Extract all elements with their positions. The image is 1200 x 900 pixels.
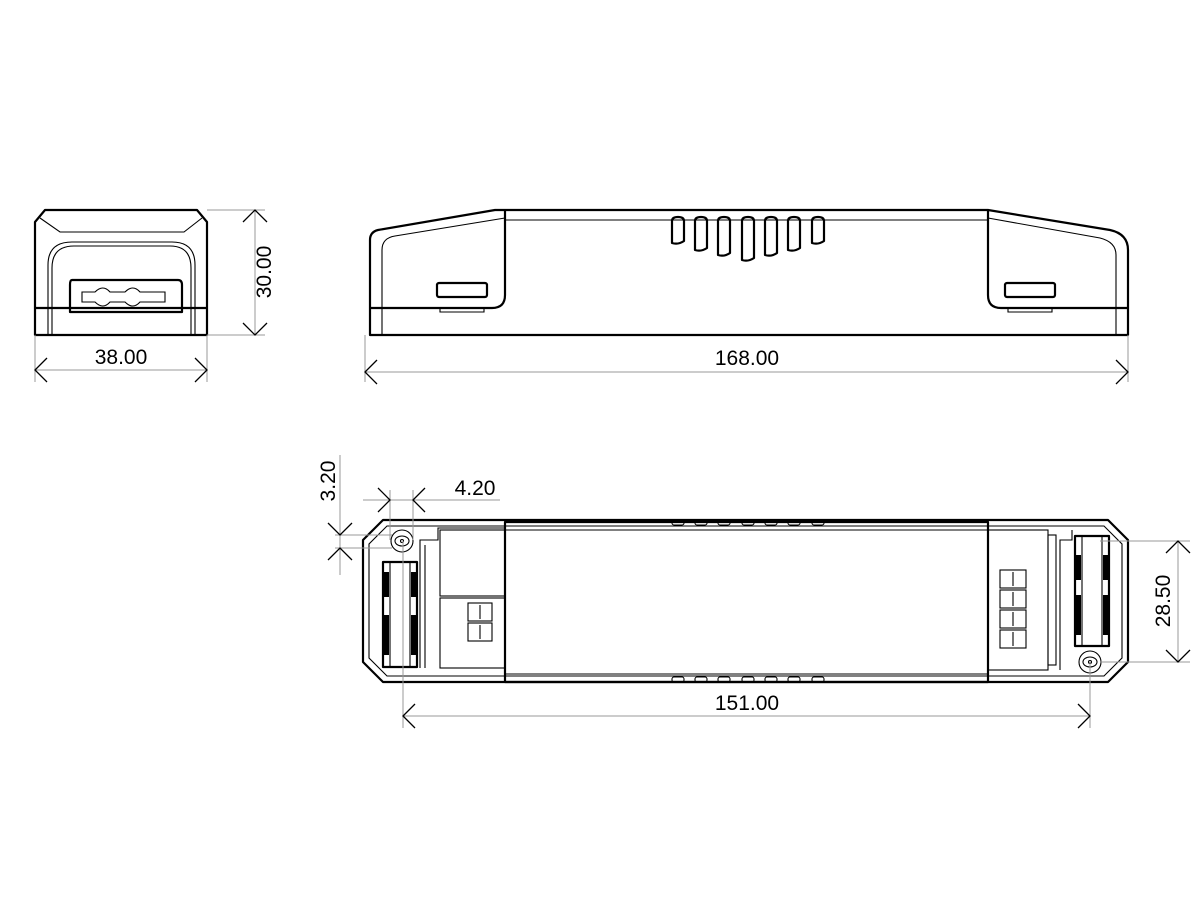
vent-mark bbox=[694, 676, 708, 683]
hole-offset-dimension: 3.20 bbox=[317, 461, 340, 502]
side-view: 168.00 bbox=[364, 208, 1130, 385]
vent-mark bbox=[764, 519, 778, 526]
terminal-block-right bbox=[999, 569, 1027, 649]
terminal-slot bbox=[999, 629, 1027, 649]
terminal-slot bbox=[999, 569, 1027, 589]
vent-mark bbox=[787, 519, 801, 526]
terminal-slot bbox=[999, 609, 1027, 629]
vent-mark bbox=[671, 519, 685, 526]
hole-spacing-dimension: 28.50 bbox=[1152, 575, 1175, 628]
end-view: 30.00 38.00 bbox=[33, 208, 276, 383]
vent-mark bbox=[671, 676, 685, 683]
end-view-width-dimension: 38.00 bbox=[95, 346, 148, 369]
hole-diameter-dimension: 4.20 bbox=[455, 477, 496, 500]
vent-mark bbox=[811, 519, 825, 526]
vent-mark bbox=[764, 676, 778, 683]
vent-mark bbox=[787, 676, 801, 683]
vent-mark bbox=[811, 676, 825, 683]
vent-mark bbox=[717, 676, 731, 683]
end-view-height-dimension: 30.00 bbox=[253, 246, 276, 299]
vent-slot bbox=[740, 215, 756, 262]
vent-slot bbox=[693, 215, 709, 252]
vent-mark bbox=[717, 519, 731, 526]
side-view-length-dimension: 168.00 bbox=[715, 347, 779, 370]
mounting-pitch-dimension: 151.00 bbox=[715, 692, 779, 715]
vent-slot bbox=[786, 215, 802, 252]
vent-mark bbox=[741, 676, 755, 683]
terminal-slot bbox=[999, 589, 1027, 609]
vent-slot bbox=[810, 215, 826, 245]
vent-slot bbox=[670, 215, 686, 245]
vent-slot bbox=[716, 215, 732, 257]
bottom-vent-marks bbox=[671, 519, 825, 683]
vent-mark bbox=[741, 519, 755, 526]
ventilation-slots bbox=[670, 215, 826, 262]
vent-slot bbox=[763, 215, 779, 257]
vent-mark bbox=[694, 519, 708, 526]
bottom-view: 151.00 28.50 3.20 4.20 bbox=[317, 455, 1191, 729]
